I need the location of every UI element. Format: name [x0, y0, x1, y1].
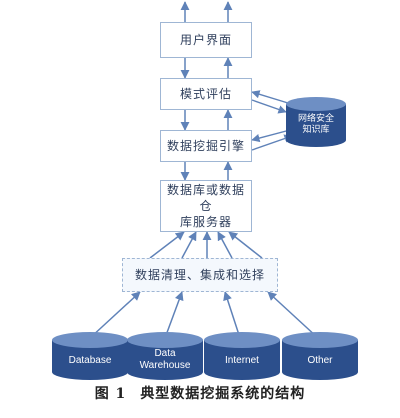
- arrow-kb-to-engine: [251, 129, 291, 143]
- data-warehouse-label-line2: Warehouse: [139, 360, 191, 371]
- knowledge-base-label: 网络安全 知识库: [286, 110, 346, 140]
- data-warehouse-label-line1: Data: [154, 348, 176, 359]
- database-label-line1: Database: [68, 355, 112, 366]
- pattern-evaluation-label: 模式评估: [179, 86, 232, 101]
- data-warehouse-label: Data Warehouse: [127, 344, 203, 376]
- arrow-internet-to-clean: [223, 291, 241, 339]
- arrow-other-to-clean: [267, 291, 319, 339]
- arrow-database-to-clean: [89, 291, 141, 339]
- mining-engine-label: 数据挖掘引擎: [166, 138, 245, 153]
- arrow-clean-to-server-2: [181, 231, 197, 259]
- other-cylinder: [282, 332, 358, 380]
- figure-number: 图 1: [94, 386, 127, 402]
- knowledge-base-cylinder: [286, 97, 346, 147]
- knowledge-base-label-line2: 知识库: [302, 125, 330, 135]
- arrow-engine-to-kb: [251, 134, 293, 151]
- user-interface-label: 用户界面: [179, 32, 232, 47]
- other-label-line1: Other: [307, 355, 333, 366]
- database-cylinder: [52, 332, 128, 380]
- internet-cylinder: [204, 332, 280, 380]
- data-warehouse-cylinder: [127, 332, 203, 380]
- figure-title: 典型数据挖掘系统的结构: [140, 386, 306, 402]
- db-server-box: 数据库或数据仓 库服务器: [160, 180, 252, 232]
- arrow-clean-to-server-4: [217, 231, 233, 259]
- db-server-label-line2: 库服务器: [179, 215, 232, 230]
- arrow-clean-to-server-5: [228, 231, 263, 259]
- user-interface-box: 用户界面: [160, 22, 252, 58]
- database-label: Database: [52, 346, 128, 376]
- arrow-warehouse-to-clean: [164, 291, 184, 339]
- other-label: Other: [282, 346, 358, 376]
- arrow-kb-to-eval: [251, 90, 289, 104]
- db-server-label-line1: 数据库或数据仓: [166, 182, 245, 213]
- internet-label-line1: Internet: [225, 355, 259, 366]
- cleaning-integration-box: 数据清理、集成和选择: [122, 258, 278, 292]
- arrow-clean-to-server-1: [149, 231, 185, 259]
- arrow-eval-to-kb: [251, 99, 287, 114]
- pattern-evaluation-box: 模式评估: [160, 78, 252, 110]
- cleaning-integration-label: 数据清理、集成和选择: [134, 267, 265, 282]
- knowledge-base-label-line1: 网络安全: [297, 113, 334, 124]
- figure-caption: 图 1 典型数据挖掘系统的结构: [0, 383, 400, 403]
- internet-label: Internet: [204, 346, 280, 376]
- mining-engine-box: 数据挖掘引擎: [160, 130, 252, 162]
